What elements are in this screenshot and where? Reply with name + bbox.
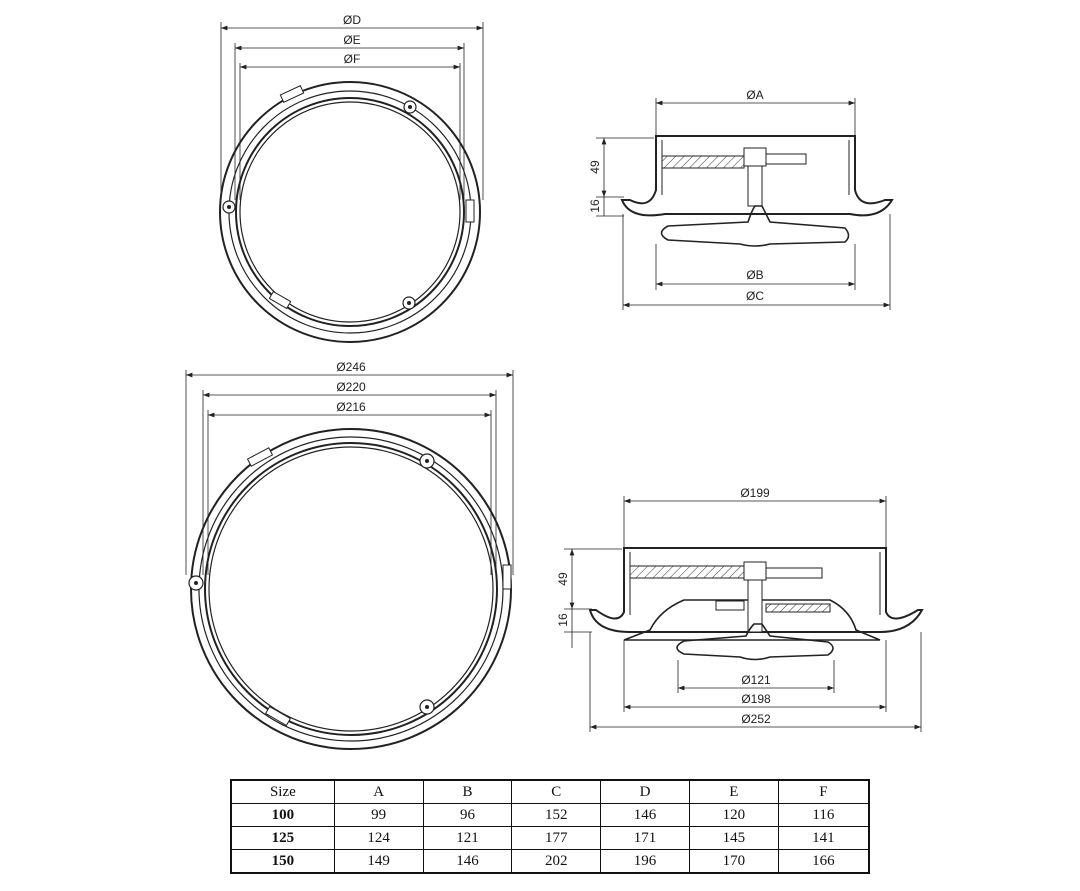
dim-label-252: Ø252 bbox=[741, 712, 771, 726]
dim-label-246: Ø246 bbox=[336, 360, 366, 374]
valve-body bbox=[620, 135, 894, 217]
outer-ring-inner-edge bbox=[228, 90, 472, 334]
clip-tab bbox=[465, 199, 475, 223]
table-header-cell: Size bbox=[230, 779, 335, 804]
table-cell: 152 bbox=[511, 803, 602, 827]
table-header-row: Size A B C D E F bbox=[230, 779, 870, 804]
dim-label-121: Ø121 bbox=[741, 673, 771, 687]
dim-label-b: ØB bbox=[746, 268, 763, 282]
inner-ring bbox=[235, 97, 465, 327]
bottom-plan-view: Ø246 Ø220 Ø216 bbox=[185, 360, 514, 750]
size-table: Size A B C D E F 100 99 96 152 146 120 1… bbox=[230, 779, 870, 874]
table-cell: 170 bbox=[688, 849, 779, 874]
dim-label-216: Ø216 bbox=[336, 400, 366, 414]
table-cell-size: 150 bbox=[230, 849, 335, 874]
valve-disc bbox=[676, 623, 834, 661]
hatched-plate bbox=[629, 565, 745, 579]
table-header-cell: A bbox=[333, 779, 424, 804]
table-cell: 121 bbox=[422, 826, 513, 850]
clip-tab bbox=[279, 85, 305, 103]
dim-label-d: ØD bbox=[343, 13, 361, 27]
table-cell-size: 100 bbox=[230, 803, 335, 827]
spindle-stem bbox=[747, 579, 763, 633]
inner-ring bbox=[204, 442, 498, 736]
table-cell: 177 bbox=[511, 826, 602, 850]
table-row: 100 99 96 152 146 120 116 bbox=[230, 803, 870, 827]
table-cell: 196 bbox=[600, 849, 690, 874]
table-cell: 116 bbox=[777, 803, 870, 827]
valve-body bbox=[588, 547, 924, 633]
outer-ring bbox=[190, 428, 512, 750]
clip-tab bbox=[246, 447, 274, 467]
valve-disc bbox=[660, 205, 850, 247]
table-cell: 171 bbox=[600, 826, 690, 850]
clip-tab bbox=[268, 290, 292, 310]
spindle-rod bbox=[765, 153, 807, 165]
top-plan-view: ØD ØE ØF bbox=[219, 13, 484, 343]
table-header-cell: C bbox=[511, 779, 602, 804]
dim-label-flange: 16 bbox=[588, 199, 602, 213]
table-cell: 124 bbox=[333, 826, 424, 850]
dim-label-e: ØE bbox=[343, 33, 360, 47]
table-cell: 146 bbox=[600, 803, 690, 827]
dim-label-flange: 16 bbox=[556, 613, 570, 627]
table-cell: 145 bbox=[688, 826, 779, 850]
table-cell: 141 bbox=[777, 826, 870, 850]
table-cell: 149 bbox=[333, 849, 424, 874]
clip-tab bbox=[264, 705, 292, 727]
outer-ring bbox=[219, 81, 481, 343]
table-cell-size: 125 bbox=[230, 826, 335, 850]
dim-label-198: Ø198 bbox=[741, 692, 771, 706]
dim-label-f: ØF bbox=[344, 52, 361, 66]
dim-label-height: 49 bbox=[588, 160, 602, 174]
table-header-cell: D bbox=[600, 779, 690, 804]
spindle-nut bbox=[743, 147, 767, 167]
table-row: 125 124 121 177 171 145 141 bbox=[230, 826, 870, 850]
top-side-view: ØA 49 16 ØB ØC bbox=[588, 88, 894, 310]
table-cell: 166 bbox=[777, 849, 870, 874]
table-cell: 120 bbox=[688, 803, 779, 827]
hatched-plate bbox=[661, 155, 745, 169]
table-cell: 202 bbox=[511, 849, 602, 874]
dim-label-c: ØC bbox=[746, 289, 764, 303]
dim-label-199: Ø199 bbox=[740, 486, 770, 500]
spindle-stem bbox=[747, 165, 763, 207]
dim-label-height: 49 bbox=[556, 572, 570, 586]
spindle-nut bbox=[743, 561, 767, 581]
dim-label-220: Ø220 bbox=[336, 380, 366, 394]
table-row: 150 149 146 202 196 170 166 bbox=[230, 849, 870, 874]
table-cell: 99 bbox=[333, 803, 424, 827]
bottom-side-view: Ø199 49 16 Ø121 Ø198 Ø252 bbox=[556, 486, 924, 732]
table-cell: 96 bbox=[422, 803, 513, 827]
table-cell: 146 bbox=[422, 849, 513, 874]
table-header-cell: B bbox=[422, 779, 513, 804]
dim-label-a: ØA bbox=[746, 88, 763, 102]
clip-tab bbox=[502, 564, 512, 590]
table-header-cell: E bbox=[688, 779, 779, 804]
spindle-rod bbox=[765, 567, 823, 579]
table-header-cell: F bbox=[777, 779, 870, 804]
